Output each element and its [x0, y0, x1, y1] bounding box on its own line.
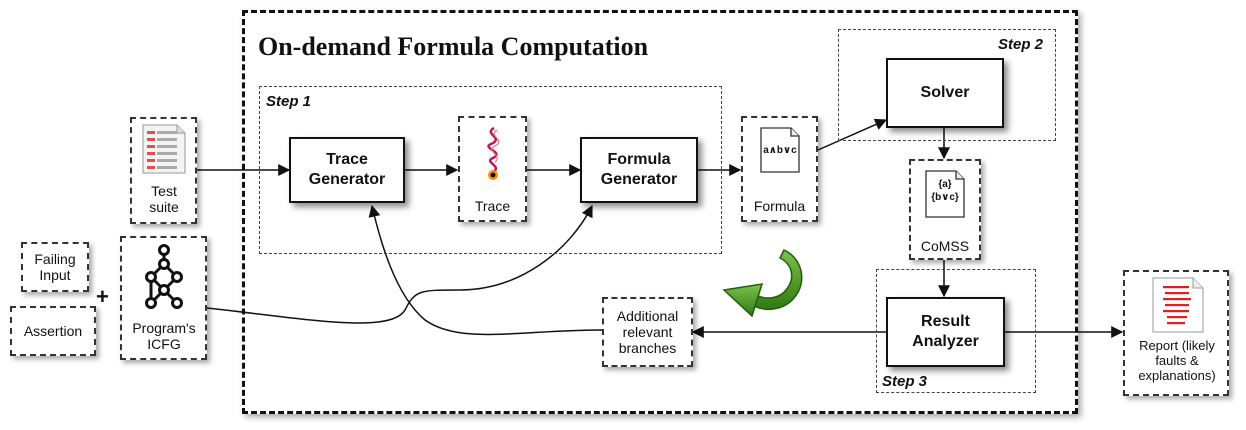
solver-node: Solver: [886, 58, 1004, 128]
comss-glyph-bottom: {b∨c}: [931, 192, 959, 203]
assertion-label: Assertion: [23, 323, 83, 339]
formula-glyph: a∧b∨c: [763, 145, 797, 156]
failing-input-node: Failing Input: [21, 242, 89, 292]
step1-container: [259, 86, 722, 254]
green-refresh-arrow-icon: [722, 249, 803, 318]
diagram-title: On-demand Formula Computation: [258, 32, 649, 61]
test-suite-node: Test suite: [130, 117, 197, 224]
report-label: Report (likely faults & explanations): [1138, 338, 1216, 383]
program-icfg-label: Program's ICFG: [132, 320, 196, 352]
step2-label: Step 2: [998, 36, 1044, 53]
plus-sign: +: [96, 284, 109, 309]
formula-generator-node: Formula Generator: [580, 137, 698, 203]
trace-squiggle-icon: [487, 126, 500, 180]
failing-input-label: Failing Input: [34, 251, 76, 283]
formula-label: Formula: [753, 198, 806, 214]
comss-glyph-top: {a}: [938, 179, 952, 190]
formula-node: a∧b∨c Formula: [741, 116, 818, 222]
edge-icfg-formulagen: [206, 204, 593, 324]
document-list-icon: [142, 124, 186, 174]
step3-container: [876, 269, 1036, 393]
on-demand-container: [242, 10, 1078, 414]
trace-generator-label: Trace Generator: [308, 151, 386, 188]
edge-branches-tracegen: [368, 204, 603, 336]
trace-generator-node: Trace Generator: [289, 137, 405, 203]
red-text-document-icon: [1152, 277, 1204, 333]
solver-label: Solver: [920, 84, 970, 101]
assertion-node: Assertion: [10, 306, 96, 356]
graph-icon: [145, 244, 183, 309]
formula-generator-label: Formula Generator: [600, 151, 678, 188]
step1-label: Step 1: [266, 93, 312, 110]
result-analyzer-label: Result Analyzer: [912, 313, 979, 350]
comss-label: CoMSS: [920, 238, 970, 254]
comss-node: {a} {b∨c} CoMSS: [909, 159, 981, 260]
trace-node: Trace: [458, 116, 527, 222]
result-analyzer-node: Result Analyzer: [886, 297, 1005, 367]
report-node: Report (likely faults & explanations): [1123, 270, 1229, 396]
edge-formula-solver: [817, 118, 888, 151]
test-suite-label: Test suite: [149, 183, 179, 215]
additional-branches-node: Additional relevant branches: [602, 297, 693, 367]
trace-label: Trace: [474, 198, 511, 214]
program-icfg-node: Program's ICFG: [120, 236, 207, 360]
additional-branches-label: Additional relevant branches: [616, 308, 679, 356]
comss-document-icon: [925, 170, 965, 218]
step3-label: Step 3: [882, 373, 928, 390]
formula-document-icon: [760, 127, 800, 173]
step2-container: [838, 29, 1056, 141]
